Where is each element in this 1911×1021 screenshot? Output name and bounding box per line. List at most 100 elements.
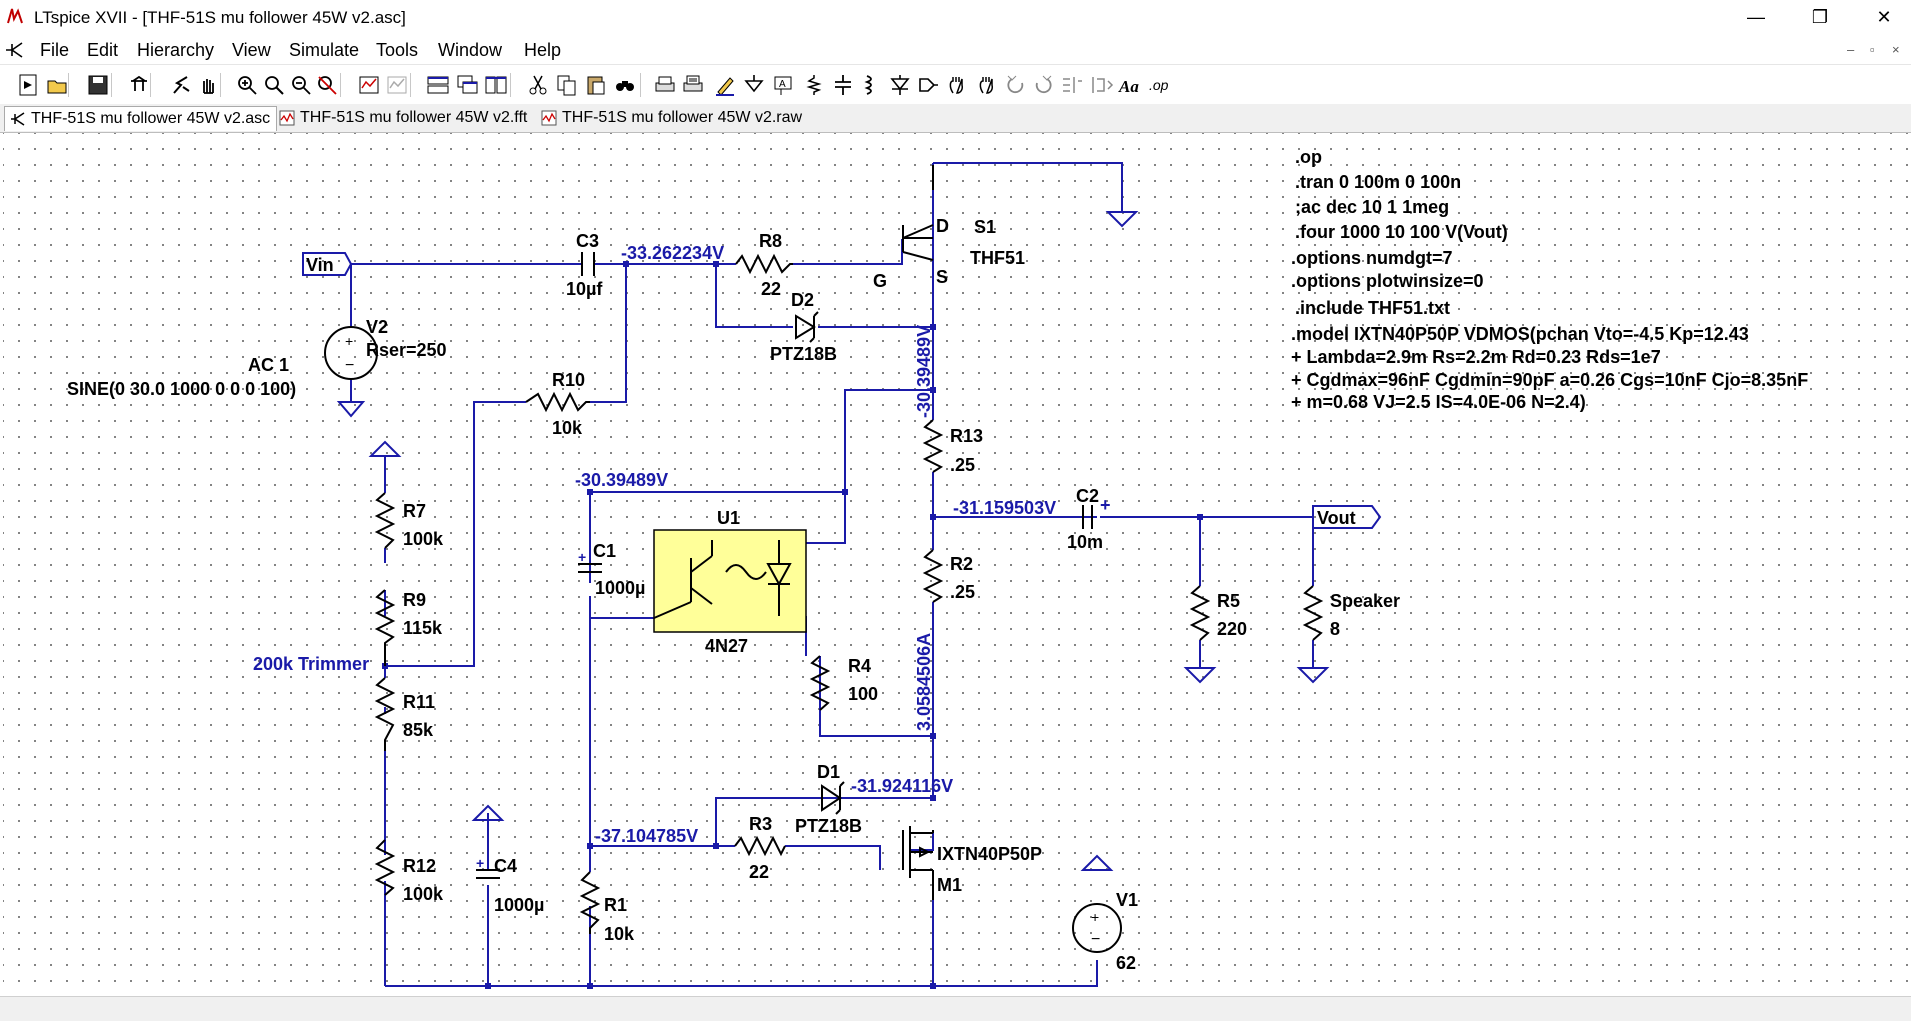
r10-symbol bbox=[525, 391, 590, 413]
maximize-button[interactable]: ❐ bbox=[1811, 7, 1829, 27]
halt-icon[interactable] bbox=[196, 73, 220, 97]
v2-ac: AC 1 bbox=[248, 355, 289, 375]
cascade-icon[interactable] bbox=[456, 73, 480, 97]
toolbar-separator bbox=[220, 73, 221, 97]
component-icon[interactable] bbox=[916, 73, 940, 97]
text-icon[interactable]: Aa bbox=[1118, 73, 1142, 97]
zoom-in-icon[interactable] bbox=[235, 73, 259, 97]
status-bar bbox=[0, 996, 1911, 1021]
menu-tools[interactable]: Tools bbox=[376, 40, 419, 60]
find-icon[interactable] bbox=[613, 73, 637, 97]
inductor-icon[interactable] bbox=[857, 73, 881, 97]
r13-name: R13 bbox=[950, 426, 983, 446]
tab-schematic[interactable]: THF-51S mu follower 45W v2.asc bbox=[4, 106, 278, 131]
redo-icon[interactable] bbox=[1031, 73, 1055, 97]
window-title: LTspice XVII - [THF-51S mu follower 45W … bbox=[34, 8, 406, 27]
r2-value: .25 bbox=[950, 582, 975, 602]
control-panel-icon[interactable] bbox=[127, 73, 151, 97]
r11-symbol bbox=[374, 677, 396, 751]
tile-horizontal-icon[interactable] bbox=[426, 73, 450, 97]
minimize-button[interactable]: — bbox=[1747, 7, 1765, 27]
svg-text:+: + bbox=[476, 855, 484, 871]
r7-value: 100k bbox=[403, 529, 444, 549]
mirror-icon[interactable] bbox=[1090, 73, 1114, 97]
open-icon[interactable] bbox=[46, 73, 70, 97]
label-net-icon[interactable]: A bbox=[771, 73, 795, 97]
resistor-icon[interactable] bbox=[802, 73, 826, 97]
zoom-pan-icon[interactable] bbox=[262, 73, 286, 97]
move-icon[interactable] bbox=[945, 73, 969, 97]
directive-include: .include THF51.txt bbox=[1295, 298, 1450, 318]
net-r2-current: 3.0584506A bbox=[914, 633, 934, 731]
r3-value: 22 bbox=[749, 862, 769, 882]
autorange-icon[interactable] bbox=[357, 73, 381, 97]
menu-edit[interactable]: Edit bbox=[87, 40, 119, 60]
rotate-icon[interactable] bbox=[1060, 73, 1084, 97]
svg-text:+: + bbox=[345, 333, 353, 349]
mdi-close-button[interactable]: × bbox=[1892, 42, 1900, 57]
directive-tran: .tran 0 100m 0 100n bbox=[1295, 172, 1461, 192]
power-flags bbox=[368, 440, 1114, 871]
tab-fft[interactable]: THF-51S mu follower 45W v2.fft bbox=[274, 106, 533, 130]
paste-icon[interactable] bbox=[584, 73, 608, 97]
vin-port-label: Vin bbox=[306, 255, 334, 275]
undo-icon[interactable] bbox=[1004, 73, 1028, 97]
c1-value: 1000µ bbox=[595, 578, 645, 598]
v2-value: Rser=250 bbox=[366, 340, 447, 360]
r12-value: 100k bbox=[403, 884, 444, 904]
run-icon[interactable] bbox=[169, 73, 193, 97]
new-schematic-icon[interactable] bbox=[17, 73, 41, 97]
m1-name: M1 bbox=[937, 875, 962, 895]
directive-options-plotwinsize: .options plotwinsize=0 bbox=[1291, 271, 1484, 291]
spice-directive-icon[interactable]: .op bbox=[1148, 73, 1172, 97]
r13-symbol bbox=[922, 419, 944, 473]
schematic-doc-icon[interactable] bbox=[4, 40, 26, 60]
menu-file[interactable]: File bbox=[40, 40, 70, 60]
d2-value: PTZ18B bbox=[770, 344, 837, 364]
svg-text:−: − bbox=[345, 357, 354, 374]
toolbar-separator bbox=[410, 73, 411, 97]
print-setup-icon[interactable] bbox=[681, 73, 705, 97]
v2-name: V2 bbox=[366, 317, 388, 337]
ground-icon[interactable] bbox=[742, 73, 766, 97]
diode-icon[interactable] bbox=[888, 73, 912, 97]
zoom-full-icon[interactable] bbox=[315, 73, 339, 97]
tab-raw[interactable]: THF-51S mu follower 45W v2.raw bbox=[536, 106, 808, 130]
r9-symbol bbox=[374, 589, 396, 666]
zoom-out-icon[interactable] bbox=[289, 73, 313, 97]
menu-hierarchy[interactable]: Hierarchy bbox=[137, 40, 215, 60]
d2-name: D2 bbox=[791, 290, 814, 310]
menu-window[interactable]: Window bbox=[438, 40, 503, 60]
close-button[interactable]: ✕ bbox=[1876, 7, 1892, 27]
r1-symbol bbox=[579, 871, 601, 934]
copy-icon[interactable] bbox=[555, 73, 579, 97]
svg-text:+: + bbox=[1100, 495, 1111, 515]
cut-icon[interactable] bbox=[526, 73, 550, 97]
fft-icon[interactable] bbox=[385, 73, 409, 97]
wire-icon[interactable] bbox=[713, 73, 737, 97]
r1-value: 10k bbox=[604, 924, 635, 944]
print-icon[interactable] bbox=[653, 73, 677, 97]
menu-help[interactable]: Help bbox=[524, 40, 562, 60]
drag-icon[interactable] bbox=[975, 73, 999, 97]
mdi-minimize-button[interactable]: – bbox=[1847, 42, 1855, 57]
u1-value: 4N27 bbox=[705, 636, 748, 656]
menu-simulate[interactable]: Simulate bbox=[289, 40, 360, 60]
toolbar-separator bbox=[150, 73, 151, 97]
r8-value: 22 bbox=[761, 279, 781, 299]
svg-text:A: A bbox=[779, 79, 786, 90]
net-trimmer: 200k Trimmer bbox=[253, 654, 369, 674]
menu-view[interactable]: View bbox=[232, 40, 271, 60]
c3-value: 10µf bbox=[566, 279, 603, 299]
svg-text:+: + bbox=[1091, 909, 1099, 925]
tile-vertical-icon[interactable] bbox=[484, 73, 508, 97]
save-icon[interactable] bbox=[86, 73, 110, 97]
r10-name: R10 bbox=[552, 370, 585, 390]
r5-value: 220 bbox=[1217, 619, 1247, 639]
r12-name: R12 bbox=[403, 856, 436, 876]
m1-value: IXTN40P50P bbox=[937, 844, 1042, 864]
schematic-canvas[interactable]: + + + + − + − bbox=[3, 133, 1911, 995]
mdi-restore-button[interactable]: ▫ bbox=[1870, 42, 1875, 57]
svg-text:.op: .op bbox=[1149, 77, 1169, 93]
capacitor-icon[interactable] bbox=[831, 73, 855, 97]
